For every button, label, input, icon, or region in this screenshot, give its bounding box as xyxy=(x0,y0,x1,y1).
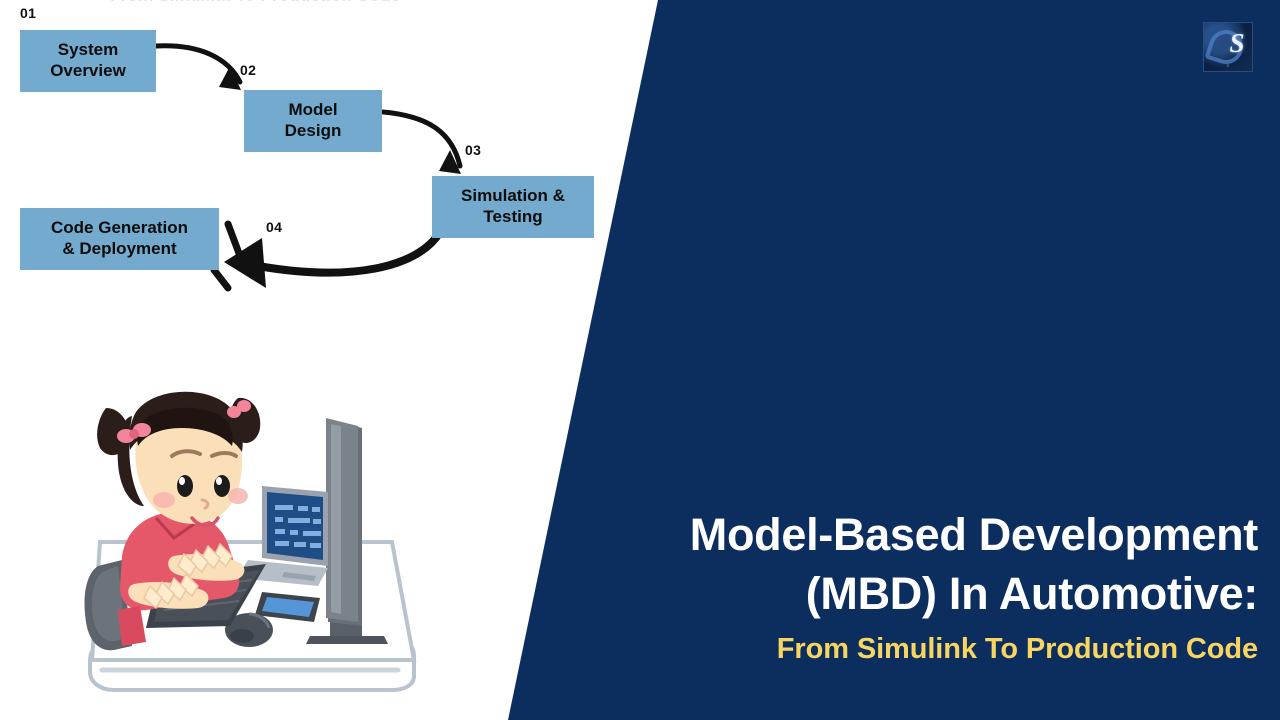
flow-step-label-line1: Simulation & xyxy=(461,186,565,206)
step-number-02: 02 xyxy=(240,62,257,78)
girl xyxy=(97,391,261,646)
page-title-line-1: Model-Based Development xyxy=(689,509,1259,560)
page-title-line-2: (MBD) In Automotive: xyxy=(805,568,1259,620)
flow-step-box-model-design: Model Design xyxy=(244,90,382,152)
step-number-03: 03 xyxy=(465,142,482,158)
flow-step-label-line1: System xyxy=(57,40,119,60)
tablet xyxy=(255,592,320,622)
flow-step-label-line2: Overview xyxy=(50,61,126,80)
flow-step-box-code-generation-deployment: Code Generation & Deployment xyxy=(20,208,219,270)
hair-bow-left xyxy=(117,423,151,443)
flow-step-label-line2: Design xyxy=(284,121,342,140)
girl-at-computer-desk-illustration xyxy=(84,391,417,692)
flow-step-label-line1: Code Generation xyxy=(51,218,188,238)
laptop-screen-content xyxy=(275,505,321,548)
flow-step-label-line2: Testing xyxy=(483,207,543,226)
flow-step-label-line2: & Deployment xyxy=(62,239,177,258)
step-number-01: 01 xyxy=(20,5,37,21)
flow-step-box-system-overview: System Overview xyxy=(20,30,156,92)
logo-caption: S xyxy=(1226,63,1230,68)
logo-monogram-icon: S xyxy=(1229,28,1245,58)
mouse xyxy=(225,612,273,647)
connector-02-to-03 xyxy=(380,109,463,174)
title-block: Model-Based Development (MBD) In Automot… xyxy=(558,505,1259,671)
flow-step-label-line1: Model xyxy=(288,100,338,120)
step-number-04: 04 xyxy=(266,219,283,235)
connector-03-to-04 xyxy=(210,220,444,292)
monitor xyxy=(306,418,388,644)
top-cutoff-heading: From Simulink To Production Code xyxy=(110,0,530,2)
page-subtitle: From Simulink To Production Code xyxy=(776,632,1258,665)
brand-logo: S S xyxy=(1203,22,1253,72)
connector-01-to-02 xyxy=(153,43,243,90)
flow-step-box-simulation-testing: Simulation & Testing xyxy=(432,176,594,238)
hair-bow-right xyxy=(227,400,251,418)
